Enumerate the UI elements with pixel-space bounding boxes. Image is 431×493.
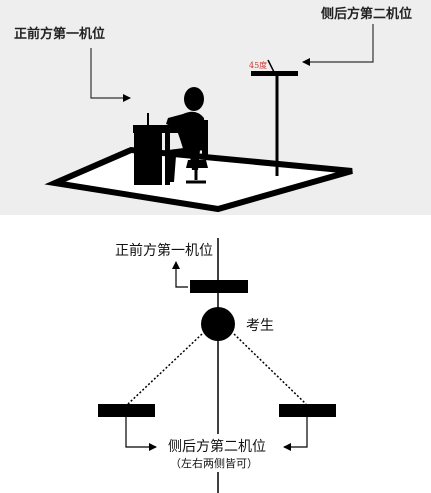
top-scene: 45度 正前方第一机位 侧后方第二机位 xyxy=(14,6,412,213)
rear-left-camera-bar xyxy=(98,404,155,417)
rear-right-camera-bar xyxy=(279,404,336,417)
rear-camera-stand xyxy=(251,59,298,176)
rear-camera-arrow xyxy=(302,24,374,66)
rear-right-pointer xyxy=(283,417,308,451)
angle-label: 45度 xyxy=(249,60,267,70)
front-camera-arrow xyxy=(90,48,131,102)
candidate-silhouette xyxy=(166,87,208,184)
rear-label-background xyxy=(166,434,278,472)
rear-left-pointer xyxy=(125,417,157,451)
bottom-rear-camera-label: 侧后方第二机位 xyxy=(168,438,266,455)
bottom-front-camera-label: 正前方第一机位 xyxy=(115,242,213,259)
bottom-diagram: 正前方第一机位 考生 侧后方第二机位 （左右两侧皆可） xyxy=(98,238,336,493)
right-view-line xyxy=(233,333,307,405)
left-view-line xyxy=(127,333,203,405)
candidate-label: 考生 xyxy=(246,318,274,334)
front-camera-bar xyxy=(190,280,248,293)
top-rear-camera-label: 侧后方第二机位 xyxy=(321,6,412,22)
front-camera-pointer xyxy=(172,261,188,288)
floor-area xyxy=(44,146,353,213)
top-front-camera-label: 正前方第一机位 xyxy=(14,26,105,42)
rear-camera-note: （左右两侧皆可） xyxy=(170,456,258,470)
candidate-circle xyxy=(201,307,235,341)
